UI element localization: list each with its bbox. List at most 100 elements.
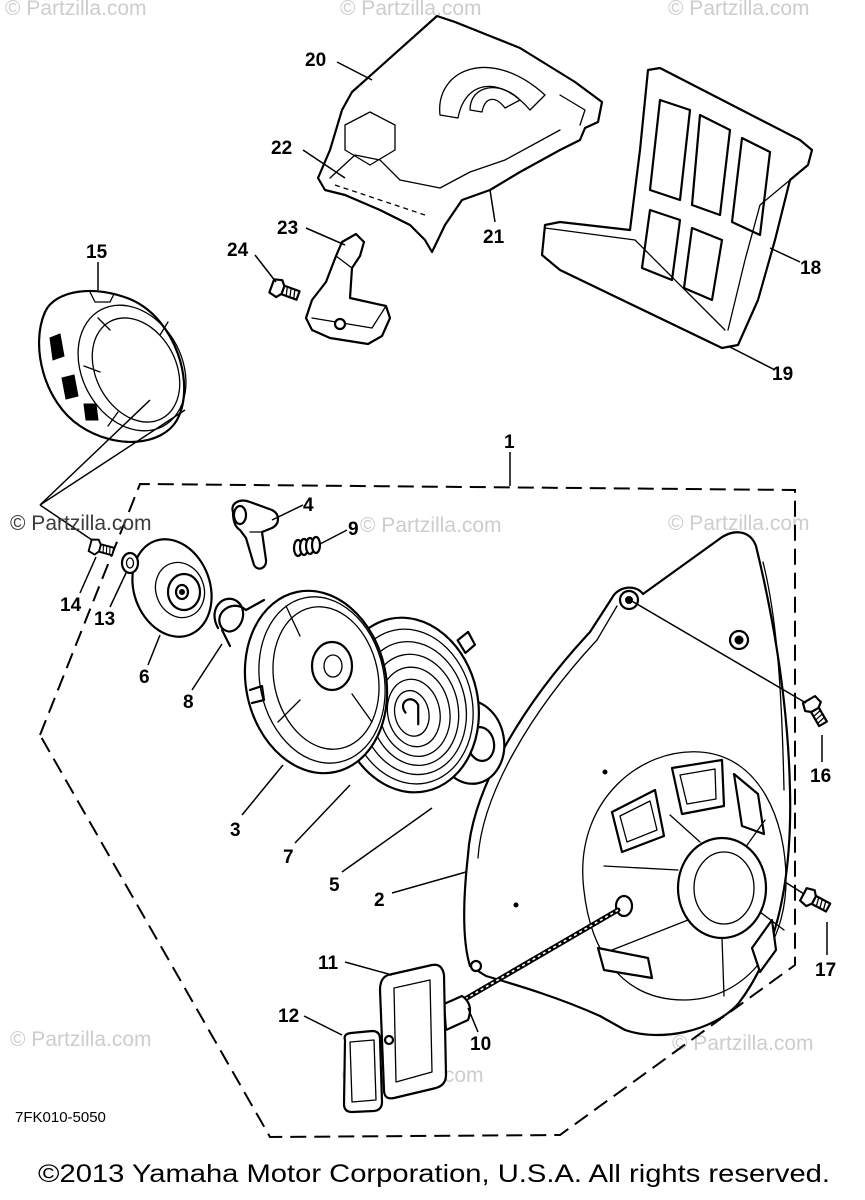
part-2-hub [676, 836, 768, 940]
part-7-outer-tab [456, 630, 477, 655]
callout-9: 9 [348, 519, 359, 540]
part-3-notch [248, 684, 266, 705]
part-2-vent-slot [596, 946, 654, 980]
part-15-inner-face [91, 317, 181, 423]
part-3-hub [310, 640, 354, 692]
part-10-rope-twist [459, 909, 619, 1003]
part-7-coil [393, 689, 430, 737]
part-12-grip-insert-face [349, 1039, 377, 1103]
part-21-fold-edge [329, 129, 561, 189]
part-11-pin [383, 1034, 395, 1046]
callout-8: 8 [183, 692, 194, 713]
callout-15: 15 [86, 242, 108, 263]
leader-line-9 [319, 529, 348, 545]
watermark: © Partzilla.com [10, 1028, 152, 1051]
part-15-ribs [83, 317, 169, 427]
part-13-outline [120, 551, 140, 575]
callout-23: 23 [277, 218, 298, 239]
alignment-line-16 [629, 599, 807, 704]
watermark: © Partzilla.com [10, 512, 152, 535]
watermark: © Partzilla.com [668, 512, 810, 535]
part-8-drive-spring [213, 597, 266, 648]
part-18-rib [648, 98, 692, 202]
part-7-coil [386, 678, 441, 748]
callout-4: 4 [303, 495, 314, 516]
callout-19: 19 [772, 364, 793, 385]
part-6-hole-center [179, 589, 185, 595]
leader-line-2 [391, 871, 467, 894]
leader-line-24 [254, 254, 277, 283]
part-2-starter-case [463, 531, 792, 1037]
leader-line-13 [109, 572, 127, 608]
part-13-washer [120, 551, 140, 575]
part-24-bolt [268, 278, 301, 301]
leader-line-12 [303, 1015, 343, 1036]
watermark: © Partzilla.com [5, 0, 147, 20]
part-15-front-rim [77, 304, 187, 432]
part-15-ring [37, 289, 187, 444]
alignment-line-17 [784, 881, 805, 895]
callout-21: 21 [483, 227, 505, 248]
part-11-starter-handle [378, 963, 472, 1100]
part-14-bolt [87, 538, 116, 557]
callout-labels: 20 22 21 23 24 15 18 19 1 4 9 14 13 6 8 … [60, 50, 836, 1055]
part-15-outline [37, 289, 186, 444]
part-2-mount-hole-center [625, 596, 633, 604]
part-2-mount-hole-center [734, 635, 744, 645]
callout-20: 20 [305, 50, 326, 71]
part-20-outline [316, 14, 604, 254]
part-2-dot [602, 769, 608, 775]
part-8-leg [220, 628, 232, 648]
callout-17: 17 [815, 960, 836, 981]
part-22-hidden-edge [334, 184, 426, 216]
part-2-vent-slot [750, 918, 778, 974]
part-18-rib [690, 113, 732, 217]
leader-lines [39, 61, 828, 1036]
part-2-vent-slot [732, 772, 766, 836]
part-19-flap-edge [544, 227, 726, 331]
leader-line-19 [727, 345, 776, 371]
leader-line-5 [341, 807, 433, 873]
part-24-threads [285, 286, 296, 300]
part-6-drive-plate [131, 538, 213, 638]
part-2-ribs [603, 814, 785, 997]
callout-18: 18 [800, 258, 821, 279]
part-11-grip-slot [393, 979, 433, 1083]
part-3-rim [258, 596, 386, 764]
part-11-grip-frame [378, 963, 448, 1100]
part-3-groove [272, 606, 380, 750]
leader-line-10 [467, 1007, 479, 1033]
part-17-threads [815, 896, 827, 911]
leader-line-4 [271, 504, 304, 521]
callout-13: 13 [94, 609, 115, 630]
leader-line-7 [294, 784, 351, 844]
callout-14: 14 [60, 595, 82, 616]
part-23-bracket [304, 232, 392, 346]
callout-11: 11 [318, 953, 339, 974]
part-13-hole [125, 557, 135, 569]
part-16-threads [812, 709, 826, 725]
callout-5: 5 [329, 875, 340, 896]
part-18-rib [682, 226, 724, 302]
part-16-bolt [801, 695, 828, 728]
part-18-rib [730, 136, 772, 237]
part-6-step [154, 561, 206, 619]
leader-line-23 [305, 227, 346, 246]
part-23-fold [311, 255, 387, 329]
part-2-vent-slot-inner [679, 768, 717, 805]
leader-line-6 [147, 634, 161, 666]
part-17-bolt [799, 887, 832, 913]
leader-line-3 [241, 764, 284, 816]
part-10-starter-rope [457, 907, 621, 1005]
watermark: © Partzilla.com [672, 1032, 814, 1055]
leader-line-20 [336, 61, 373, 81]
part-15-rim-notch [89, 291, 115, 303]
part-8-coil [213, 597, 266, 633]
leader-line-22 [302, 149, 346, 179]
copyright-notice: ©2013 Yamaha Motor Corporation, U.S.A. A… [38, 1160, 830, 1188]
callout-16: 16 [810, 766, 831, 787]
callout-24: 24 [227, 240, 249, 261]
part-11-neck [442, 994, 472, 1032]
part-15-slot [49, 333, 65, 361]
